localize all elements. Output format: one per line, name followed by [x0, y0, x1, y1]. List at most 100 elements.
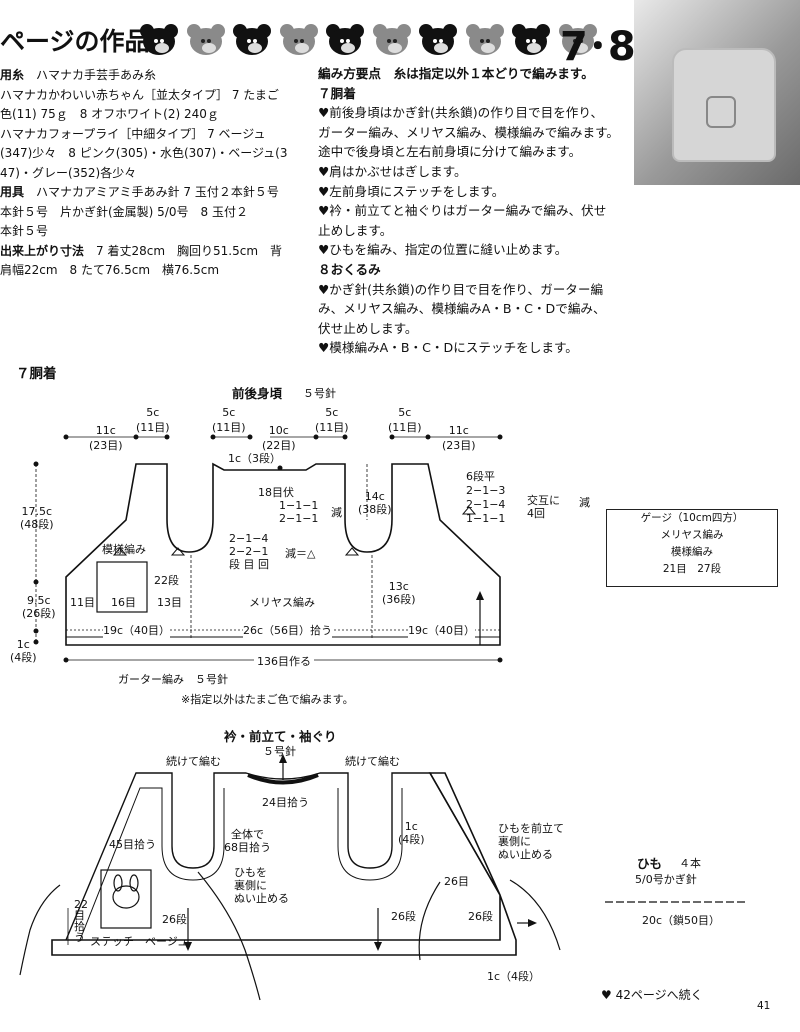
- material-line: 本針５号 片かぎ針(金属製) 5/0号 8 玉付２: [0, 203, 288, 223]
- dim-top-6: 5c(11目): [388, 406, 422, 434]
- page-number: 41: [757, 1000, 771, 1012]
- bunny-face: [112, 885, 140, 909]
- method-line: 編み方要点 糸は指定以外１本どりで編みます。: [318, 66, 594, 81]
- stockinette-label: メリヤス編み: [249, 596, 315, 609]
- tie-right: [418, 881, 441, 961]
- work-numbers: 7･8: [560, 24, 636, 70]
- material-line: 47)・グレー(352)各少々: [0, 164, 288, 184]
- method-line: ♥模様編みA・B・C・Dにステッチをします。: [318, 340, 578, 356]
- tie-sew-note: ひもを裏側にぬい止める: [234, 866, 289, 905]
- method-line: 止めします。: [318, 222, 393, 238]
- method-line: ♥衿・前立てと袖ぐりはガーター編みで編み、伏せ: [318, 203, 607, 219]
- bear-icon: [512, 24, 550, 56]
- neck-fuse: 18目伏: [258, 486, 294, 499]
- neck-cast: 1c（3段）: [228, 452, 282, 465]
- collar-outline: [51, 772, 517, 956]
- bear-icon: [233, 24, 271, 56]
- bottom-dim-2: 26c（56目）拾う: [243, 622, 333, 638]
- material-text: 本針５号: [0, 224, 49, 238]
- material-line: 用糸 ハマナカ手芸手あみ糸: [0, 66, 288, 86]
- dim-top-4: 10c(22目): [262, 424, 296, 452]
- material-line: 本針５号: [0, 222, 288, 242]
- material-text: 47)・グレー(352)各少々: [0, 165, 137, 180]
- method-line: 途中で後身頃と左右前身頃に分けて編みます。: [318, 144, 582, 160]
- material-line: 肩幅22cm 8 たて76.5cm 横76.5cm: [0, 261, 288, 281]
- material-label: 用具: [0, 185, 25, 199]
- bear-icon: [558, 24, 597, 56]
- pick-45: 45目拾う: [109, 838, 156, 851]
- dim-top-7: 11c(23目): [442, 424, 476, 452]
- tie-count: ４本: [679, 857, 701, 870]
- bear-icon: [465, 24, 504, 56]
- collar-title: 衿・前立て・袖ぐり: [224, 729, 337, 744]
- method-line: ♥かぎ針(共糸鎖)の作り目で目を作り、ガーター編: [318, 281, 604, 297]
- method-block: 編み方要点 糸は指定以外１本どりで編みます。７胴着♥前後身頃はかぎ針(共糸鎖)の…: [318, 64, 619, 358]
- product-photo: [634, 0, 800, 185]
- bottom-band: 1c（4段）: [487, 970, 541, 983]
- continue-note: ♥ 42ページへ続く: [601, 988, 703, 1002]
- left-height-1: 17.5c(48段): [20, 505, 54, 531]
- pattern-edge: 11目: [70, 596, 95, 609]
- material-label: 出来上がり寸法: [0, 243, 85, 258]
- tie-title: ひも: [637, 856, 663, 871]
- method-line: ♥ひもを編み、指定の位置に縫い止めます。: [318, 242, 568, 258]
- cont-left: 続けて編む: [166, 755, 221, 768]
- tie-hook: 5/0号かぎ針: [635, 873, 697, 886]
- material-text: 肩幅22cm 8 たて76.5cm 横76.5cm: [0, 263, 220, 277]
- method-line: ７胴着: [318, 85, 356, 101]
- tie-front-note: ひもを前立て裏側にぬい止める: [498, 822, 564, 861]
- section-title-vest: ７胴着: [16, 366, 57, 382]
- left-height-3: 1c(4段): [10, 638, 37, 664]
- pick-22: 22目拾う: [74, 898, 88, 944]
- pattern-square: [96, 561, 148, 613]
- alt-dec-label: 減: [579, 496, 590, 509]
- cast-on: 136目作る: [254, 653, 314, 669]
- material-text: 色(11) 75ｇ 8 オフホワイト(2) 240ｇ: [0, 107, 219, 121]
- bear-icon: [140, 24, 178, 56]
- tie-left: [19, 884, 61, 976]
- tie-center: [197, 871, 261, 1001]
- bottom-dim-3: 19c（40目）: [408, 622, 476, 638]
- bear-icon-row: [140, 24, 605, 60]
- right-height: 13c(36段): [382, 580, 416, 606]
- material-line: (347)少々 8 ピンク(305)・水色(307)・ベージュ(3: [0, 144, 288, 164]
- stitches-26: 26目: [444, 875, 469, 888]
- material-text: ハマナカ手芸手あみ糸: [36, 68, 157, 82]
- garter-label: ガーター編み ５号針: [118, 673, 228, 686]
- page-title: ページの作品: [0, 27, 150, 56]
- armhole-height: 14c(38段): [358, 490, 392, 516]
- collar-inner: [79, 787, 225, 941]
- material-text: (347)少々 8 ピンク(305)・水色(307)・ベージュ(3: [0, 146, 288, 160]
- pattern-label: 模様編み: [102, 543, 146, 556]
- rows-26-a: 26段: [162, 913, 187, 926]
- pattern-width: 16目: [111, 596, 136, 609]
- gauge-pattern: 模様編み: [671, 546, 713, 558]
- material-text: ハマナカアミアミ手あみ針 7 玉付２本針５号: [36, 185, 279, 199]
- method-line: み、メリヤス編み、模様編みA・B・C・Dで編み、: [318, 301, 606, 317]
- material-line: 用具 ハマナカアミアミ手あみ針 7 玉付２本針５号: [0, 183, 288, 203]
- left-height-2: 9.5c(26段): [22, 594, 56, 620]
- material-text: ハマナカかわいい赤ちゃん［並太タイプ］ 7 たまご: [0, 87, 279, 102]
- bear-icon: [372, 24, 411, 56]
- body-title: 前後身頃: [232, 386, 283, 401]
- materials-block: 用糸 ハマナカ手芸手あみ糸ハマナカかわいい赤ちゃん［並太タイプ］ 7 たまご色(…: [0, 66, 288, 281]
- method-line: ♥肩はかぶせはぎします。: [318, 163, 467, 179]
- body-outline: [65, 462, 501, 646]
- armband-height: 1c(4段): [398, 820, 425, 846]
- bear-patch-image: [706, 96, 736, 128]
- bottom-dim-1: 19c（40目）: [103, 622, 171, 638]
- pattern-gap: 13目: [157, 596, 182, 609]
- gauge-stockinette: メリヤス編み: [660, 529, 724, 541]
- gauge-values: 21目 27段: [662, 563, 722, 575]
- bear-icon: [279, 24, 318, 56]
- tie-length: 20c（鎖50目）: [642, 914, 721, 927]
- gauge-box: ゲージ（10cm四方） メリヤス編み 模様編み 21目 27段: [606, 509, 778, 587]
- rows-26-c: 26段: [468, 910, 493, 923]
- vest-image: [672, 48, 776, 162]
